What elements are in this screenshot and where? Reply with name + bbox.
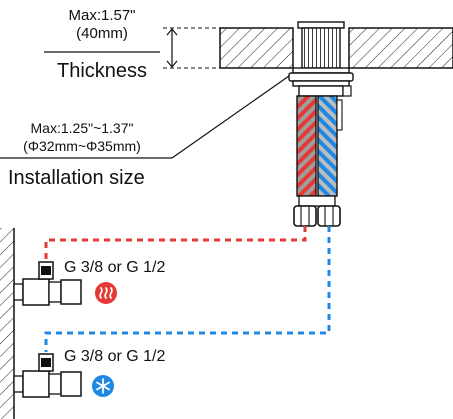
hose-nuts (293, 195, 341, 227)
countertop (219, 27, 453, 69)
faucet-shank (288, 21, 354, 97)
installation-range-mm: (Φ32mm~Φ35mm) (23, 138, 141, 154)
center-rod (336, 99, 343, 131)
installation-range-inch: Max:1.25"~1.37" (31, 120, 134, 136)
installation-leader (0, 75, 290, 159)
snowflake-icon (92, 375, 114, 397)
heat-waves-icon (95, 282, 117, 304)
cold-hose (317, 95, 338, 197)
thickness-label: Thickness (57, 60, 147, 82)
hot-angle-valve (13, 261, 82, 306)
hot-valve-size: G 3/8 or G 1/2 (64, 259, 165, 276)
thickness-max-mm: (40mm) (76, 25, 128, 42)
hot-water-line (44, 226, 307, 262)
cold-water-line (44, 226, 331, 352)
wall (0, 228, 15, 419)
cold-valve-size: G 3/8 or G 1/2 (64, 348, 165, 365)
cold-angle-valve (13, 353, 82, 398)
thickness-dimension (44, 27, 220, 69)
thickness-max-inch: Max:1.57" (68, 7, 135, 24)
hot-hose (296, 95, 317, 197)
installation-label: Installation size (8, 167, 145, 189)
